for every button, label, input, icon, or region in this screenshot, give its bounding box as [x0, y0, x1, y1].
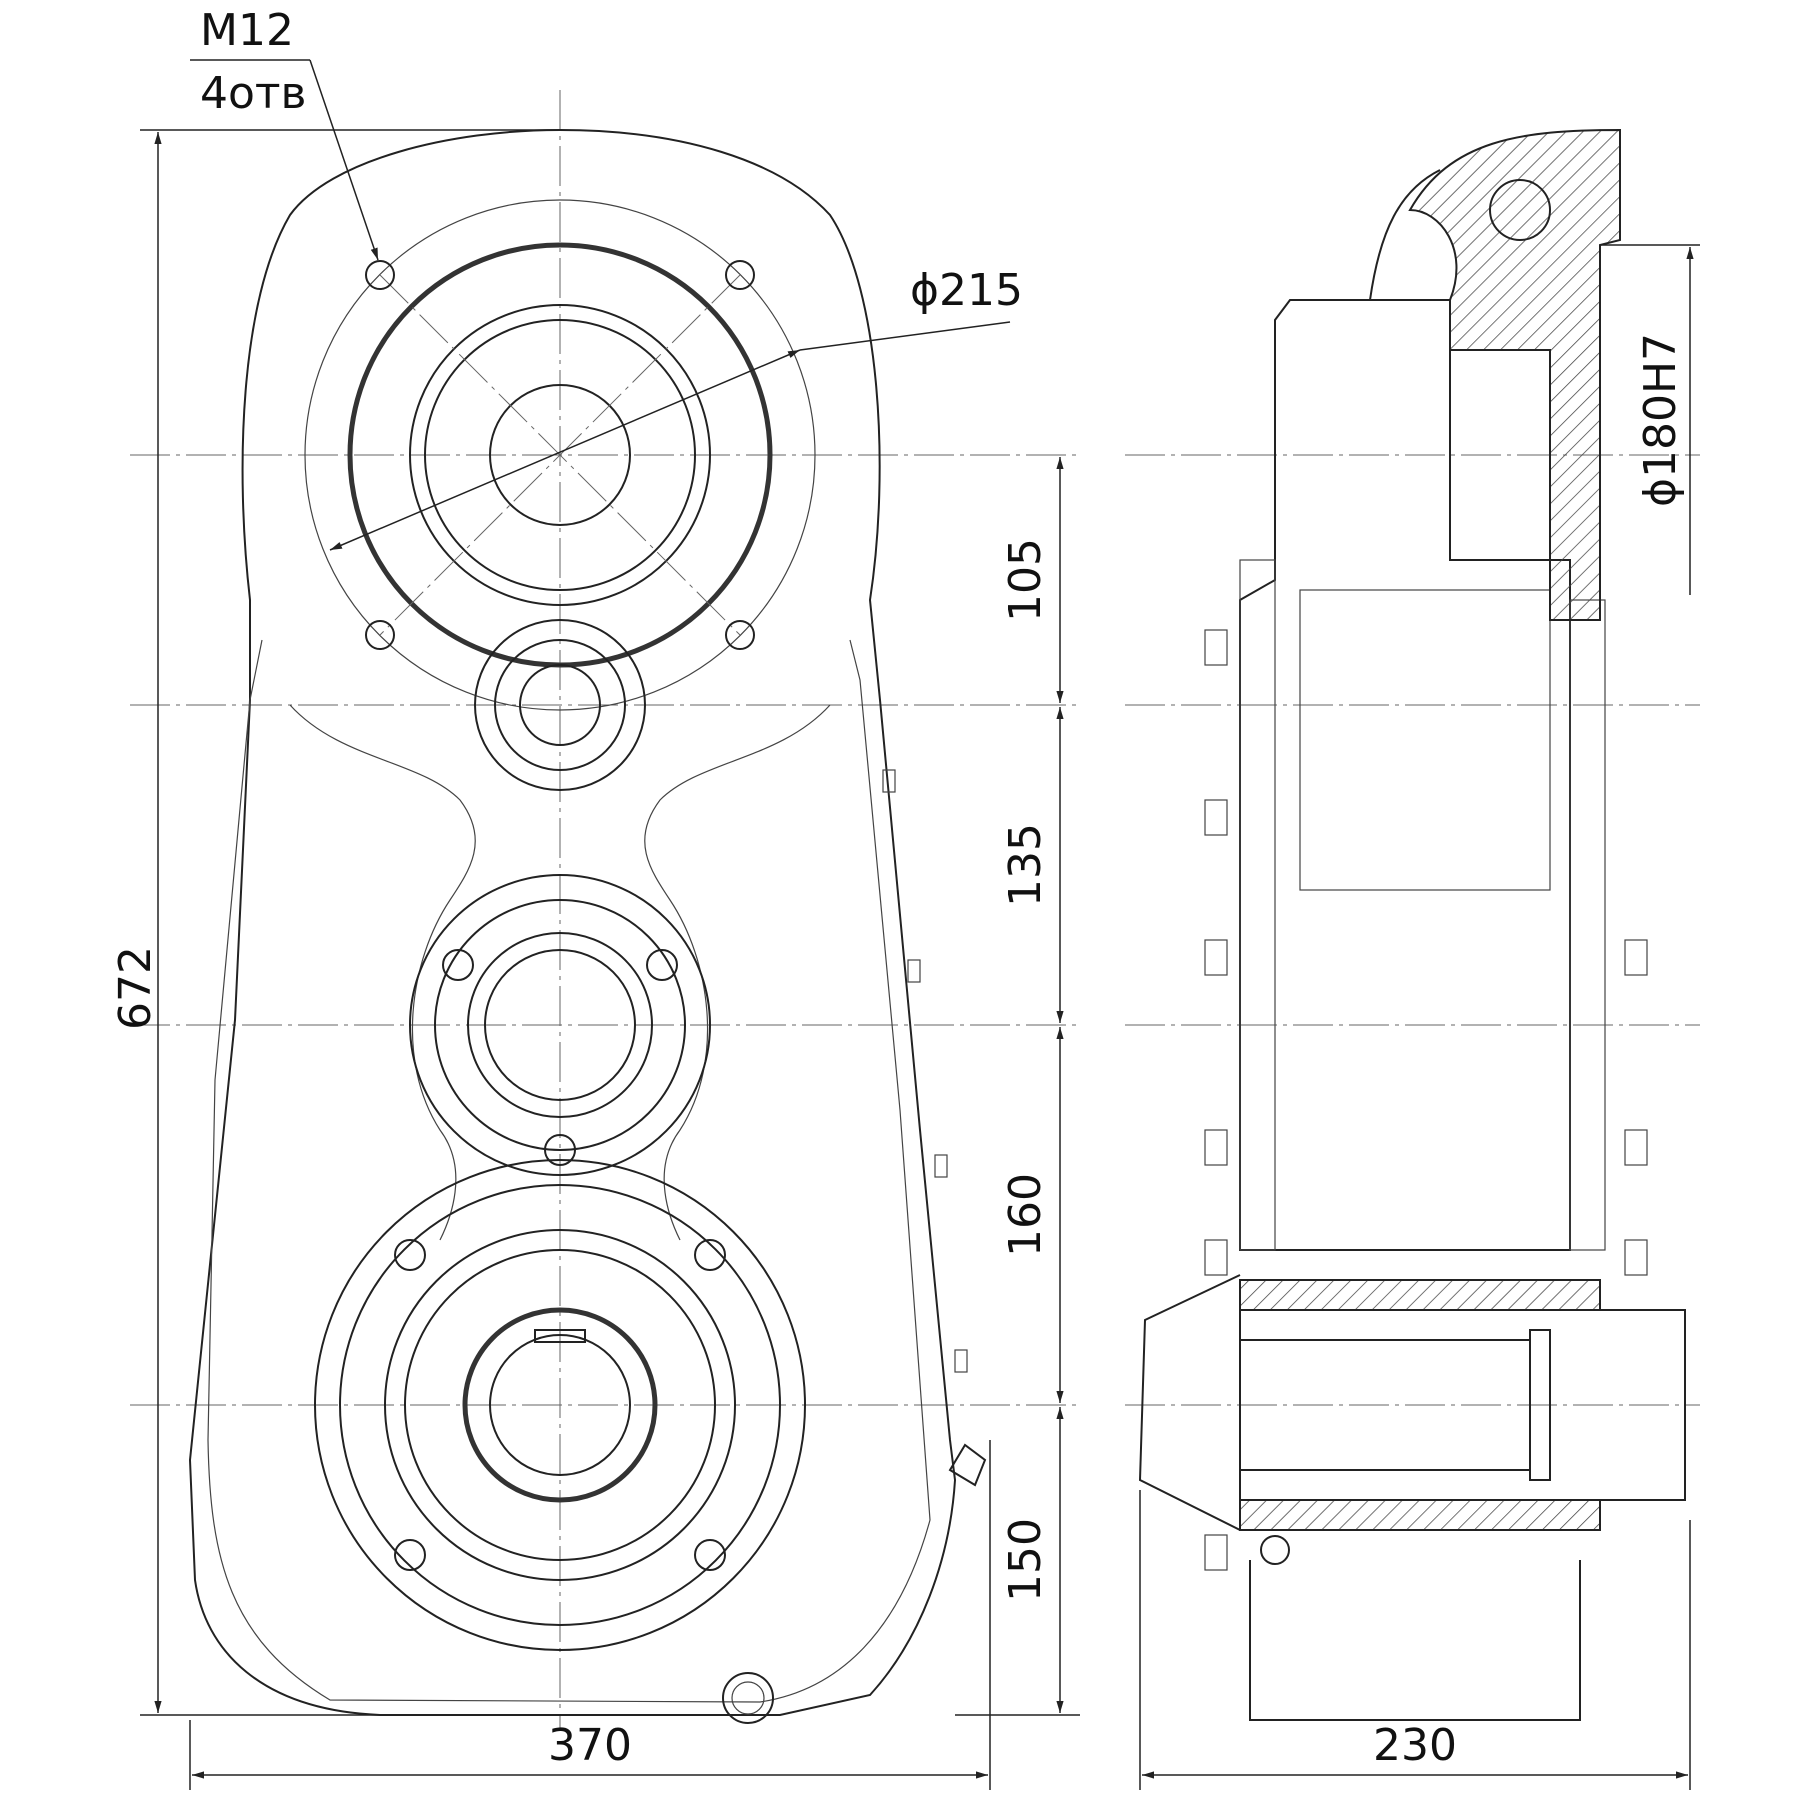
- thread-leader: [309, 59, 379, 261]
- shaft-2-boss-inner: [494, 639, 626, 771]
- output-housing-ring: [314, 1159, 806, 1651]
- bolt-hole-3: [365, 620, 395, 650]
- front-view: [130, 90, 1080, 1730]
- output-bolt-3: [394, 1539, 426, 1571]
- shaft-3-cover: [434, 899, 686, 1151]
- shaft-3-bearing: [467, 932, 653, 1118]
- output-cap-left: [1138, 1274, 1241, 1531]
- shaft-2-bore: [519, 664, 601, 746]
- drain-plug: [722, 1672, 774, 1724]
- flank-bolt-4: [954, 1349, 968, 1373]
- height-dimension: 672: [110, 129, 560, 1716]
- flange-diameter-line: [329, 349, 801, 551]
- output-hatch-bottom: [1239, 1499, 1601, 1531]
- side-inner-cavity: [1299, 589, 1551, 891]
- flange-pcd-circle: [304, 199, 816, 711]
- side-bolt-2: [1204, 799, 1228, 836]
- side-bolt-7: [1624, 939, 1648, 976]
- side-view: [1125, 128, 1700, 1721]
- side-body-outline: [1239, 299, 1571, 1251]
- flange-diameter-leader: [799, 321, 1011, 351]
- shaft-spacing-dimensions: 105 135 160 150: [955, 457, 1080, 1716]
- thread-label: M12: [200, 5, 294, 56]
- upper-cut-section: [1408, 128, 1621, 621]
- output-bolt-1: [394, 1239, 426, 1271]
- output-lower-bolt: [1260, 1535, 1290, 1565]
- bore-dimension: ϕ180H7: [1600, 244, 1700, 595]
- flange-diameter-callout: ϕ215: [329, 265, 1023, 551]
- output-hatch-top: [1239, 1279, 1601, 1311]
- output-bolt-2: [694, 1239, 726, 1271]
- flank-bolt-1: [882, 769, 896, 793]
- breather: [948, 1443, 987, 1487]
- holes-label: 4отв: [200, 68, 306, 119]
- flank-bolt-3: [934, 1154, 948, 1178]
- output-shaft-bore: [489, 1334, 631, 1476]
- output-shoulder: [1529, 1329, 1551, 1481]
- housing-outline: [188, 128, 957, 1716]
- side-bolt-3: [1204, 939, 1228, 976]
- side-bolt-6: [1204, 1534, 1228, 1571]
- shaft-3-bolt-2: [646, 949, 678, 981]
- depth-dimension: 230: [1139, 1490, 1691, 1790]
- bolt-hole-1: [365, 260, 395, 290]
- output-bolt-4: [694, 1539, 726, 1571]
- spacing-3-label: 160: [1000, 1173, 1051, 1257]
- waist-contour-right: [644, 704, 831, 1241]
- spacing-1-label: 105: [1000, 538, 1051, 622]
- waist-contour: [289, 704, 476, 1241]
- thread-callout: M12 4отв: [190, 5, 379, 261]
- width-dimension: 370: [189, 1440, 991, 1790]
- spacing-4-label: 150: [1000, 1518, 1051, 1602]
- bolt-hole-2: [725, 260, 755, 290]
- height-label: 672: [110, 946, 161, 1030]
- side-right-plate: [1569, 599, 1606, 1251]
- housing-inner-outline: [207, 639, 931, 1703]
- bore-label: ϕ180H7: [1635, 333, 1686, 507]
- output-flange-inner: [404, 1249, 716, 1561]
- output-keyway: [534, 1329, 586, 1343]
- flange-diameter-label: ϕ215: [910, 265, 1023, 316]
- side-left-plate: [1239, 559, 1276, 1251]
- upper-section-hole: [1489, 179, 1551, 241]
- output-shaft-ring: [462, 1307, 658, 1503]
- bolt-hole-4: [725, 620, 755, 650]
- side-bolt-4: [1204, 1129, 1228, 1166]
- shaft-3-housing: [409, 874, 711, 1176]
- output-cover: [339, 1184, 781, 1626]
- side-bolt-5: [1204, 1239, 1228, 1276]
- side-bolt-9: [1624, 1239, 1648, 1276]
- shaft-3-bolt-1: [442, 949, 474, 981]
- upper-cover-curve: [1369, 169, 1441, 301]
- flank-bolt-2: [907, 959, 921, 983]
- output-flange: [384, 1229, 736, 1581]
- side-bolt-1: [1204, 629, 1228, 666]
- shaft-3-bolt-3: [544, 1134, 576, 1166]
- depth-label: 230: [1373, 1720, 1457, 1771]
- drain-plug-inner: [731, 1681, 765, 1715]
- lower-housing-side: [1249, 1560, 1581, 1721]
- width-label: 370: [548, 1720, 632, 1771]
- spacing-2-label: 135: [1000, 823, 1051, 907]
- shaft-3-bore: [484, 949, 636, 1101]
- side-bolt-8: [1624, 1129, 1648, 1166]
- shaft-2-boss: [474, 619, 646, 791]
